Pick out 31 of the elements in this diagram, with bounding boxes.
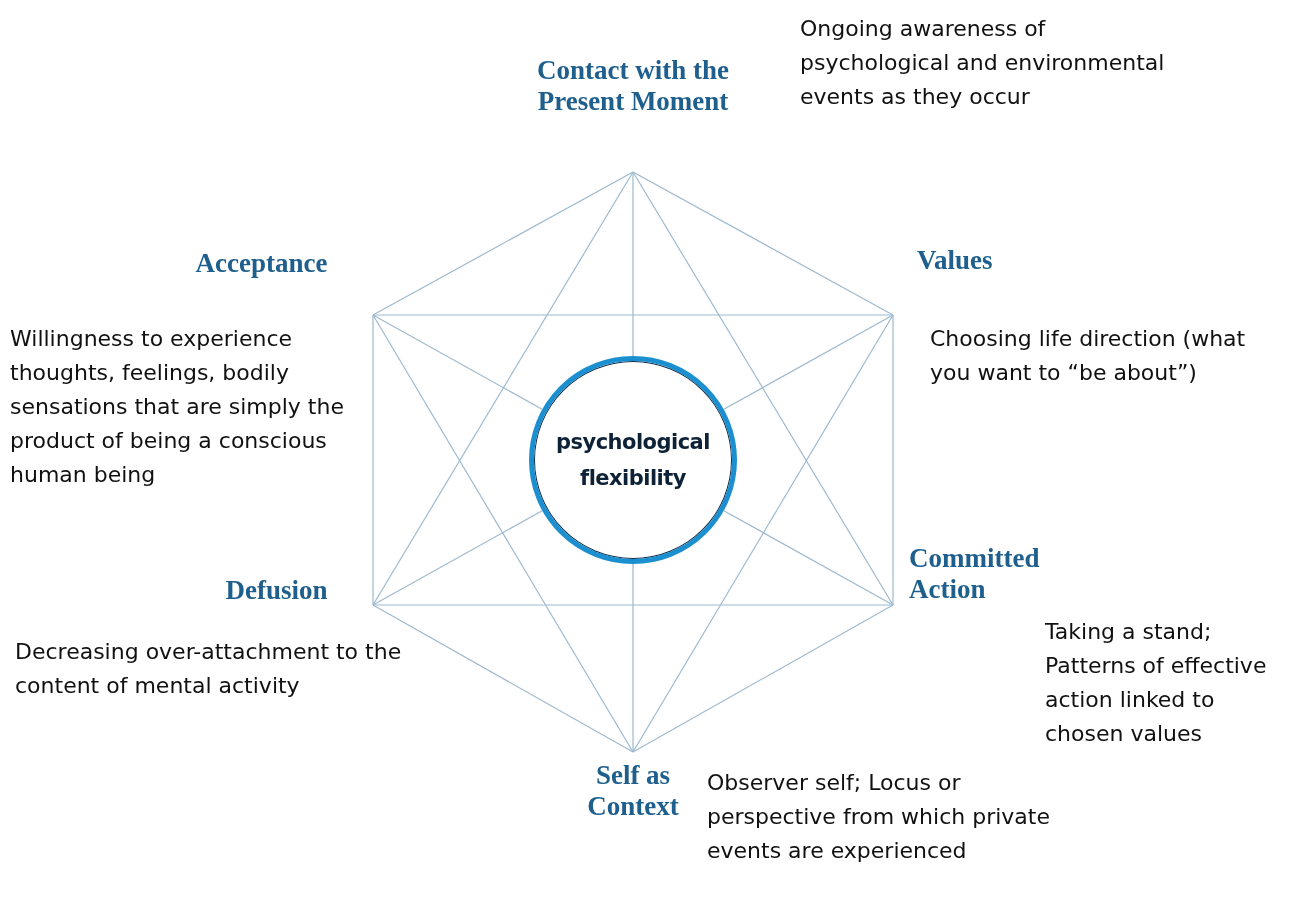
connector-line	[723, 510, 894, 606]
description-text: Willingness to experience thoughts, feelings, bodily sensations that are simply the product of being a conscious human being	[10, 325, 345, 489]
connector-line	[632, 171, 894, 606]
description-text: Taking a stand; Patterns of effective action linked to chosen values	[1045, 618, 1268, 748]
center-label: psychological flexibility	[555, 429, 711, 492]
connector-line	[632, 604, 894, 753]
process-heading: Contact with the Present Moment	[536, 55, 730, 117]
connector-line	[372, 604, 634, 753]
connector-line	[372, 314, 543, 410]
connector-line	[372, 510, 543, 606]
connector-line	[372, 171, 634, 316]
description-text: Observer self; Locus or perspective from which private events are experienced	[707, 769, 1051, 865]
connector-line	[372, 604, 894, 606]
description-text: Choosing life direction (what you want to “be about”)	[930, 325, 1247, 387]
connector-line	[632, 314, 894, 753]
process-heading: Defusion	[225, 575, 328, 606]
connector-line	[632, 171, 894, 316]
connector-line	[372, 171, 634, 606]
connector-line	[632, 563, 634, 753]
process-heading: Values	[917, 245, 993, 276]
process-heading: Committed Action	[909, 543, 1041, 605]
connector-line	[372, 314, 894, 316]
connector-line	[723, 314, 894, 410]
connector-line	[372, 314, 634, 753]
connector-line	[892, 314, 894, 606]
description-text: Decreasing over-attachment to the content of mental activity	[15, 638, 403, 700]
process-heading: Self as Context	[586, 760, 680, 822]
description-text: Ongoing awareness of psychological and environmental events as they occur	[800, 15, 1166, 111]
connector-line	[632, 171, 634, 357]
process-heading: Acceptance	[195, 248, 328, 279]
connector-line	[372, 314, 374, 606]
